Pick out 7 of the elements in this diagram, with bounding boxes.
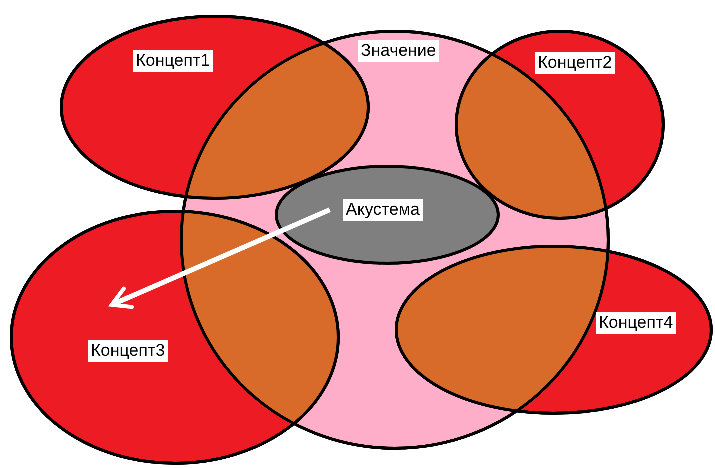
ellipse-label: Значение [358, 40, 440, 62]
ellipse-label: Концепт3 [88, 340, 168, 362]
ellipse-label: Акустема [343, 199, 423, 221]
ellipse-label: Концепт4 [596, 312, 676, 334]
ellipse-label: Концепт1 [133, 50, 214, 72]
ellipse-label: Концепт2 [535, 52, 616, 74]
arrow [110, 208, 331, 310]
